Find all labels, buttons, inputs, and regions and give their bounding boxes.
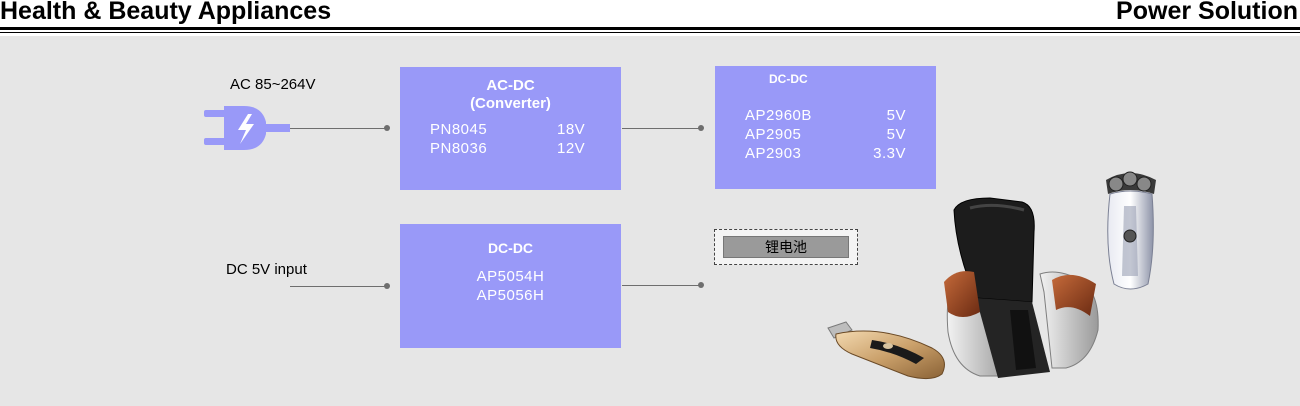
dcdc-top-part-3: AP2903 bbox=[745, 145, 802, 162]
header: Health & Beauty Appliances Power Solutio… bbox=[0, 0, 1300, 36]
electric-shaver-image bbox=[1106, 171, 1156, 290]
dcdc-bottom-part-1: AP5054H bbox=[476, 268, 545, 285]
dcdc-bottom-part-2: AP5056H bbox=[476, 287, 545, 304]
dcdc-top-volt-2: 5V bbox=[886, 126, 906, 143]
dcdc-top-part-1: AP2960B bbox=[745, 107, 812, 124]
header-rule-thick bbox=[0, 27, 1300, 30]
dc-input-label: DC 5V input bbox=[226, 261, 307, 278]
ac-input-line bbox=[290, 128, 386, 129]
acdc-part-2: PN8036 bbox=[430, 140, 488, 157]
hair-clipper-image bbox=[827, 321, 945, 380]
dcdc-top-volt-3: 3.3V bbox=[873, 145, 906, 162]
massage-chair-image bbox=[944, 197, 1099, 378]
power-plug-icon bbox=[204, 106, 290, 150]
acdc-part-1: PN8045 bbox=[430, 121, 488, 138]
ac-input-label: AC 85~264V bbox=[230, 76, 316, 93]
acdc-output-dot bbox=[698, 125, 704, 131]
acdc-title: AC-DC bbox=[486, 77, 535, 94]
ac-input-dot bbox=[384, 125, 390, 131]
dc-input-dot bbox=[384, 283, 390, 289]
dc-input-line bbox=[290, 286, 386, 287]
dcdc-top-title: DC-DC bbox=[769, 72, 808, 86]
dcdc-bottom-title: DC-DC bbox=[487, 240, 534, 256]
acdc-output-line bbox=[622, 128, 700, 129]
acdc-volt-1: 18V bbox=[557, 121, 586, 138]
acdc-subtitle: (Converter) bbox=[470, 95, 551, 112]
battery-label: 锂电池 bbox=[723, 236, 849, 258]
dcdc-top-part-2: AP2905 bbox=[745, 126, 802, 143]
dcdc-bottom-block: DC-DC AP5054H AP5056H bbox=[400, 224, 621, 348]
battery-block: 锂电池 bbox=[714, 229, 858, 265]
acdc-volt-2: 12V bbox=[557, 140, 586, 157]
dcdc-top-volt-1: 5V bbox=[886, 107, 906, 124]
page-title: Health & Beauty Appliances bbox=[0, 0, 332, 25]
header-rule-thin bbox=[0, 32, 1300, 33]
acdc-converter-block: AC-DC (Converter) PN8045 18V PN8036 12V bbox=[400, 67, 621, 190]
dcdc-bottom-output-line bbox=[622, 285, 700, 286]
dcdc-bottom-output-dot bbox=[698, 282, 704, 288]
dcdc-top-block: DC-DC AP2960B 5V AP2905 5V AP2903 3.3V bbox=[715, 66, 936, 189]
page-subtitle: Power Solution bbox=[1116, 0, 1298, 25]
